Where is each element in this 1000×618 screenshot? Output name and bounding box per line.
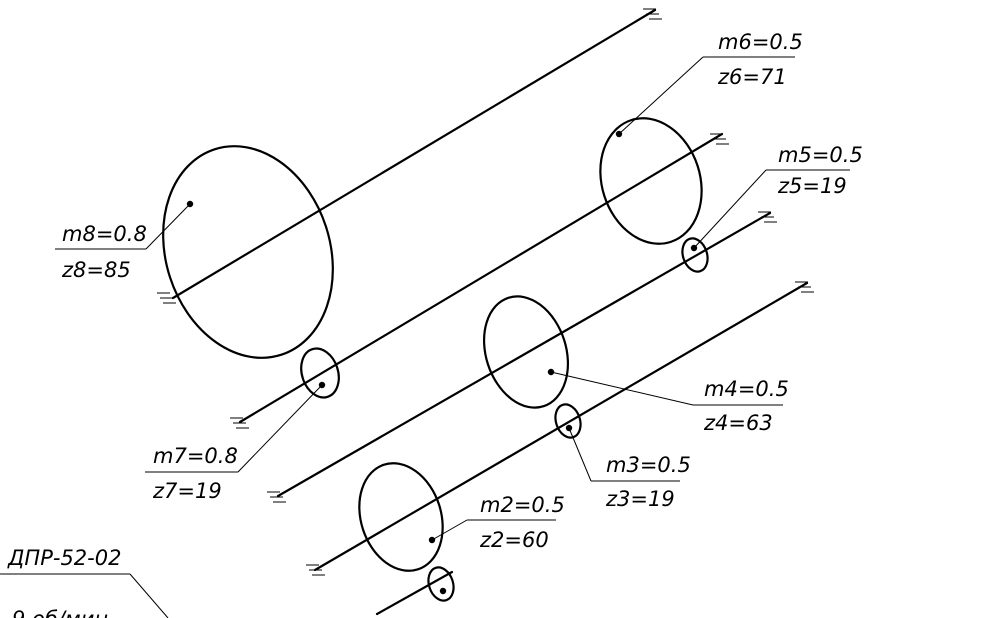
gear-6 — [599, 117, 703, 245]
gear-8-teeth-label: z8=85 — [61, 258, 131, 282]
gear-8-module-label: m8=0.8 — [62, 222, 147, 246]
labels: m6=0.5 z6=71 m5=0.5 z5=19 m8=0.8 z8=85 m… — [0, 30, 863, 618]
end-mark — [230, 417, 249, 429]
shafts — [171, 8, 809, 616]
gear-4 — [482, 295, 570, 409]
end-mark — [795, 281, 814, 293]
gear-5-teeth-label: z5=19 — [777, 174, 847, 198]
gears — [162, 117, 709, 602]
shaft-5 — [375, 570, 454, 616]
shaft-4 — [313, 281, 809, 572]
gear-3-teeth-label: z3=19 — [605, 487, 675, 511]
gear-2-teeth-label: z2=60 — [479, 528, 549, 552]
end-mark — [643, 8, 662, 20]
gear-5 — [681, 237, 709, 273]
gear-6-teeth-label: z6=71 — [717, 65, 787, 89]
gear-6-module-label: m6=0.5 — [718, 30, 803, 54]
motor-name-label: ДПР-52-02 — [7, 546, 121, 570]
end-mark — [710, 133, 729, 145]
end-mark — [267, 491, 286, 503]
end-mark — [157, 292, 176, 304]
gear-3-module-label: m3=0.5 — [606, 453, 691, 477]
gear-7-teeth-label: z7=19 — [152, 479, 222, 503]
leaders — [0, 56, 850, 618]
gear-3 — [554, 403, 582, 439]
shaft-3 — [276, 211, 772, 498]
gear-4-teeth-label: z4=63 — [703, 411, 773, 435]
gear-4-module-label: m4=0.5 — [704, 377, 789, 401]
gear-5-module-label: m5=0.5 — [778, 143, 863, 167]
motor-speed-label: ...9 об/мин — [0, 607, 108, 618]
end-mark — [306, 564, 325, 576]
gear-8 — [162, 145, 334, 359]
end-mark — [758, 211, 777, 223]
shaft-end-marks — [157, 8, 814, 576]
gear-2 — [358, 462, 444, 572]
gear-7-module-label: m7=0.8 — [153, 444, 238, 468]
gear-2-module-label: m2=0.5 — [480, 493, 565, 517]
shaft-1 — [171, 8, 657, 300]
gear-7 — [300, 347, 340, 399]
shaft-2 — [238, 132, 724, 424]
gear-1 — [427, 566, 455, 602]
